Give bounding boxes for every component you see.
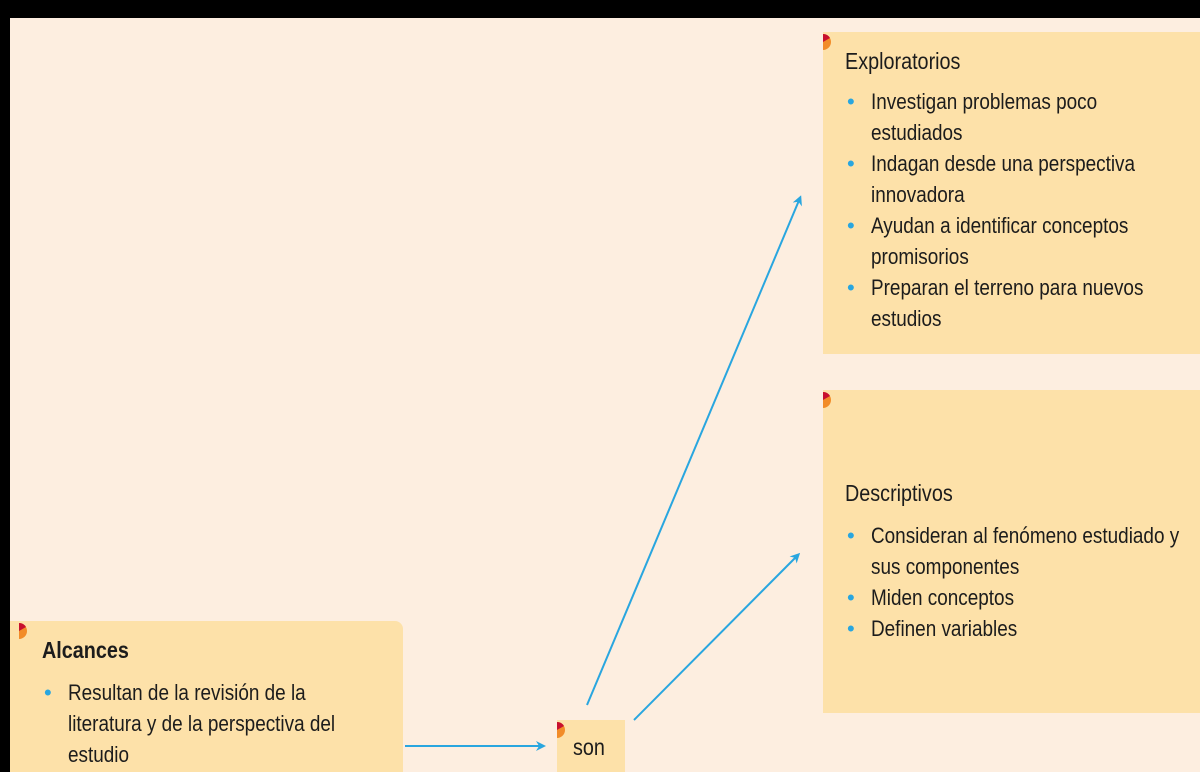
corner-badge-icon [557, 721, 565, 738]
bullet-icon: • [847, 89, 855, 114]
descriptivos-box: Descriptivos •Consideran al fenómeno est… [823, 390, 1200, 713]
list-item: •Miden conceptos [845, 582, 1190, 613]
descriptivos-list: •Consideran al fenómeno estudiado y sus … [845, 520, 1190, 644]
corner-badge-icon [823, 33, 831, 50]
list-item: •Investigan problemas poco estudiados [845, 86, 1190, 148]
exploratorios-list: •Investigan problemas poco estudiados •I… [845, 86, 1190, 334]
list-item: •Resultan de la revisión de la literatur… [42, 677, 381, 770]
descriptivos-title: Descriptivos [845, 480, 953, 506]
list-item: •Definen variables [845, 613, 1190, 644]
diagram-canvas: Exploratorios •Investigan problemas poco… [10, 18, 1200, 772]
arrow-son-to-exploratorios [586, 195, 802, 706]
corner-badge-icon [19, 622, 27, 639]
bullet-icon: • [847, 275, 855, 300]
list-item: •Consideran al fenómeno estudiado y sus … [845, 520, 1190, 582]
corner-badge-icon [823, 391, 831, 408]
exploratorios-title: Exploratorios [845, 48, 961, 74]
list-item: •Preparan el terreno para nuevos estudio… [845, 272, 1190, 334]
connector-arrows [405, 195, 802, 751]
bullet-icon: • [847, 616, 855, 641]
list-item: •Indagan desde una perspectiva innovador… [845, 148, 1190, 210]
alcances-box: Alcances •Resultan de la revisión de la … [10, 621, 403, 772]
bullet-icon: • [847, 213, 855, 238]
bullet-icon: • [847, 523, 855, 548]
bullet-icon: • [847, 151, 855, 176]
son-connector-box: son [557, 720, 625, 772]
list-item: •Ayudan a identificar conceptos promisor… [845, 210, 1190, 272]
son-label: son [573, 734, 605, 760]
bullet-icon: • [847, 585, 855, 610]
alcances-list: •Resultan de la revisión de la literatur… [42, 677, 381, 770]
exploratorios-box: Exploratorios •Investigan problemas poco… [823, 32, 1200, 354]
alcances-title: Alcances [42, 637, 129, 663]
bullet-icon: • [44, 680, 52, 705]
arrow-son-to-descriptivos [633, 552, 801, 721]
